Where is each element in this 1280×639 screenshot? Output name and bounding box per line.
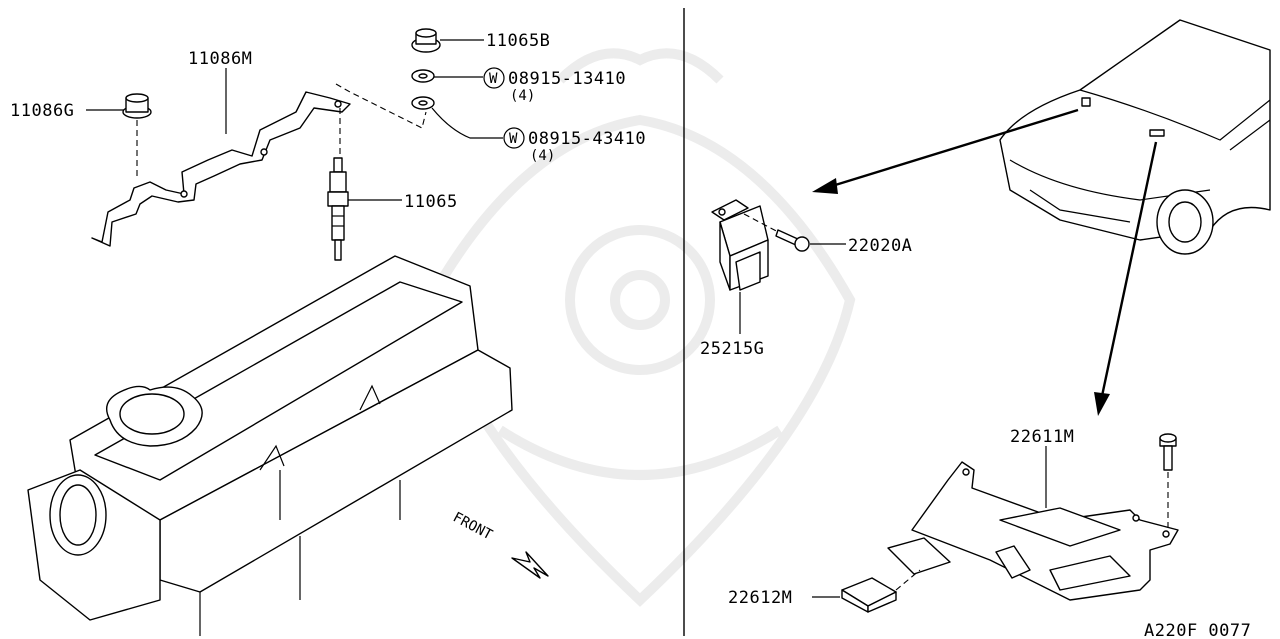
connector-dash	[895, 569, 921, 591]
watermark-emblem	[424, 48, 856, 607]
qty-08915-43410: (4)	[530, 148, 555, 164]
vehicle-outline	[999, 19, 1271, 255]
plate-hole-3	[334, 100, 342, 108]
label-11065B[interactable]: 11065B	[486, 31, 550, 51]
arrowhead-bracket-icon	[1094, 392, 1110, 416]
oil-filler-cap	[106, 385, 203, 447]
diagram-code: A220F 0077	[1144, 621, 1251, 639]
washer-symbol-icon	[483, 67, 505, 89]
label-22020A[interactable]: 22020A	[848, 236, 912, 256]
part-bracket-bolt[interactable]	[1159, 433, 1177, 471]
label-22611M[interactable]: 22611M	[1010, 427, 1074, 447]
part-22612M-connector[interactable]	[841, 577, 897, 613]
washer-symbol-2: W	[509, 131, 518, 147]
part-11086M-plate[interactable]	[91, 91, 351, 247]
plate-hole-2	[180, 190, 188, 198]
part-11065-glow-plug[interactable]	[327, 157, 349, 261]
part-22020A-bolt[interactable]	[775, 229, 810, 252]
plate-hole-1	[260, 148, 268, 156]
label-25215G[interactable]: 25215G	[700, 339, 764, 359]
part-11065B-cap[interactable]	[411, 28, 441, 53]
label-08915-13410[interactable]: 08915-13410	[508, 69, 626, 89]
qty-08915-13410: (4)	[510, 88, 535, 104]
part-08915-13410-washer[interactable]	[411, 69, 435, 83]
label-11086M[interactable]: 11086M	[188, 49, 252, 69]
assembly-dash-1	[335, 83, 427, 129]
part-25215G-relay[interactable]	[711, 199, 769, 291]
front-arrow-icon	[511, 551, 549, 579]
leader-08915-43410	[431, 107, 503, 139]
label-22612M[interactable]: 22612M	[728, 588, 792, 608]
label-08915-43410[interactable]: 08915-43410	[528, 129, 646, 149]
washer-symbol-1: W	[489, 71, 498, 87]
part-11086G-nut[interactable]	[122, 93, 152, 119]
arrowhead-relay-icon	[812, 178, 838, 194]
part-08915-43410-washer[interactable]	[411, 96, 435, 110]
label-11086G[interactable]: 11086G	[10, 101, 74, 121]
pointer-arrow-relay	[831, 108, 1079, 188]
relay-bolt-dash	[743, 213, 783, 235]
pointer-arrow-bracket	[1100, 141, 1158, 397]
connector-harness	[887, 537, 951, 575]
washer-symbol-icon-2	[503, 127, 525, 149]
label-11065[interactable]: 11065	[404, 192, 458, 212]
part-22611M-bracket[interactable]	[911, 461, 1179, 601]
engine-cylinder-head	[27, 255, 513, 636]
front-marker-label: FRONT	[450, 509, 495, 543]
